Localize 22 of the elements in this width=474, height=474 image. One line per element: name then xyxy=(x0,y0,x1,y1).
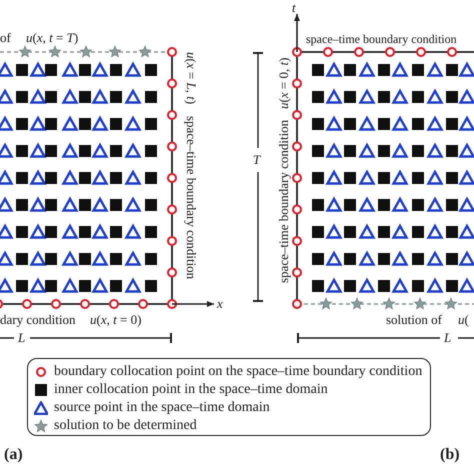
legend-text: inner collocation point in the space–time domain xyxy=(54,381,328,399)
dimension-label: L xyxy=(18,330,26,345)
axis-label: space–time boundary condition xyxy=(276,120,291,283)
axis-label: of xyxy=(0,30,11,45)
equation-label: u(x, t = T) xyxy=(26,30,78,45)
legend-text: source point in the space–time domain xyxy=(54,399,270,417)
axis-label: x xyxy=(217,296,223,311)
dimension-label: T xyxy=(253,152,260,167)
equation-label: u(x = 0, t) xyxy=(276,58,291,109)
equation-label: u(x, t = 0) xyxy=(90,312,142,327)
axis-label: t xyxy=(292,0,296,15)
equation-label: u(x = L, t) xyxy=(184,52,199,104)
equation-label: u( xyxy=(458,312,469,327)
legend-text: solution to be determined xyxy=(54,417,197,435)
axis-label: space–time boundary condition xyxy=(184,116,199,280)
axis-label: solution of xyxy=(386,312,442,327)
panel-label: (b) xyxy=(440,446,460,464)
axis-label: dary condition xyxy=(0,312,76,327)
panel-label: (a) xyxy=(4,446,23,464)
legend-text: boundary collocation point on the space–time boundary condition xyxy=(54,363,422,381)
dimension-label: L xyxy=(444,330,452,345)
axis-label: space–time boundary condition xyxy=(306,32,457,47)
